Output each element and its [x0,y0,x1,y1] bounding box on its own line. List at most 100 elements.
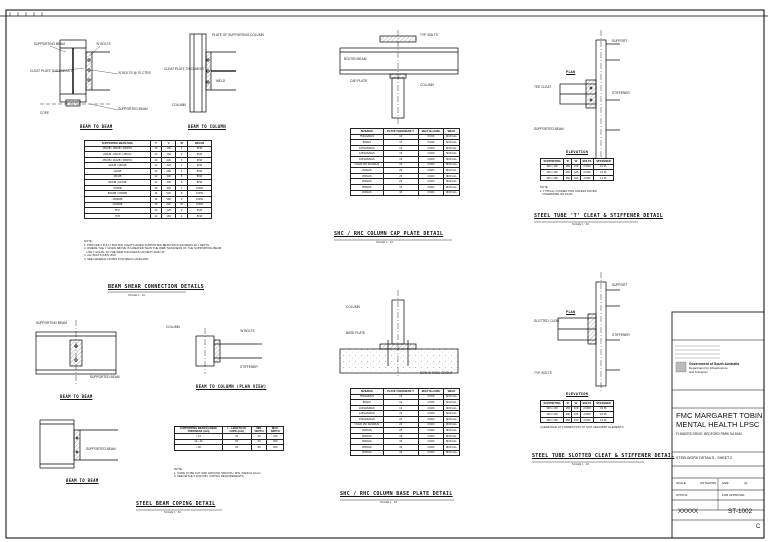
table-cell: 12 [149,212,163,220]
label-plate-column: PLATE OF SUPPORTING COLUMN [212,33,264,37]
table-cell: 150 [571,174,581,182]
label-cleat-plate-2: CLEAT PLATE THICKNESS 't' [164,67,207,71]
table-cell: 50 [221,438,252,446]
table-cell: 150 x 150 [539,416,565,424]
table-cell: 36 [382,449,419,457]
client-department: Department for Infrastructure [689,366,728,370]
table-header-cell: STIFFENER [593,400,614,407]
table-header-cell: PLATE THICKNESS 't' [382,388,419,395]
table-header-cell: BOLTS [579,400,595,407]
coping-table: SUPPORTING BEAM FLANGE THICKNESS (mm)L -… [174,426,284,451]
beam-to-beam-detail [40,39,110,107]
table-cell: 400SHS [350,449,384,457]
table-cell: 2 M20 [579,405,595,413]
label-typ-bolts: TYP. BOLTS [420,33,438,37]
scale-note: SCALE 1 : 10 [380,500,397,504]
table-cell: 150 [266,433,284,440]
table-header-cell: SUPPORTING BEAM FLANGE THICKNESS (mm) [174,426,223,434]
title-elevation-2: ELEVATION [566,392,589,396]
table-header-cell: MAX. DEPTH [266,426,284,434]
scale-note: SCALE 1 : 10 [128,293,145,297]
table-cell: 150 x 150 [539,174,565,182]
label-slotted-cleat: SLOTTED CLEAT [534,319,560,323]
table-cell: 6FW ALL [442,393,461,401]
title-beam-to-column-plan: BEAM TO COLUMN (PLAN VIEW) [196,384,267,389]
scale-note: SCALE 1 : 10 [164,510,181,514]
title-elevation-1: ELEVATION [566,150,589,154]
table-header-cell: L - LENGTH OF COPE (mm) [221,426,252,434]
table-cell: 60 [250,438,268,446]
table-cell: 6FW ALL [442,416,461,423]
label-supported-beam: SUPPORTED BEAM [118,107,148,111]
label-support-2: SUPPORT [612,283,628,287]
table-cell: 32 [382,189,419,197]
title-plan-1: PLAN [566,70,576,74]
table-cell: 60 [221,444,252,451]
cap-plate-detail [339,30,459,124]
table-cell: 12 - 20 [174,438,223,446]
scale-value: AS SHOWN [700,481,717,485]
table-cell: 8FW ALL [442,427,461,434]
table-cell: 10 PL [593,405,614,413]
project-name-1: FMC MARGARET TOBIN [676,411,763,420]
label-stiffener-3: STIFFENER [612,333,630,337]
title-beam-to-beam-3: BEAM TO BEAM [66,478,99,483]
table-cell: 200 [266,438,284,446]
size-value: A1 [744,481,748,485]
table-cell: 12 PL [593,174,614,182]
table-cell: > 20 [174,444,223,451]
beam-to-beam-2-detail [35,320,117,384]
coping-notes: NOTE: 1. COPE TO BE CUT AND GROUND SMOOT… [174,467,262,479]
size-label: SIZE [722,481,729,485]
table-cell: 10 PL [593,411,614,418]
table-cell: 8FW [187,212,212,220]
table-cell: 4 M20 [579,174,595,182]
status-label: STATUS [676,493,688,497]
label-support: SUPPORT [612,39,628,43]
title-beam-to-column: BEAM TO COLUMN [188,124,226,129]
table-header-cell: WELD [442,388,461,395]
table-cell: 6FW ALL [442,399,461,406]
table-cell: 250 [563,174,573,182]
label-column-4: COLUMN [346,305,360,309]
client-department-2: and Transport [689,370,708,374]
table-header-row: SUPPORTING BEAM FLANGE THICKNESS (mm)L -… [174,426,284,434]
title-beam-to-beam-2: BEAM TO BEAM [60,394,93,399]
table-cell: 12 PL [593,416,614,424]
title-plan-2: PLAN [566,310,576,314]
sheet-title: STEELWORK DETAILS - SHEET 2 [676,456,733,460]
title-cap-plate: SHC / RHC COLUMN CAP PLATE DETAIL [334,231,444,237]
beam-to-column-detail [189,33,236,113]
table-cell: 2 M20 [579,411,595,418]
table-cell: 32 [382,443,419,451]
label-cap-plate: CAP PLATE [350,79,368,83]
title-tee-cleat: STEEL TUBE 'T' CLEAT & STIFFENER DETAIL [534,213,664,219]
table-cell: 100 [571,405,581,413]
table-cell: 40 [221,433,252,440]
title-coping: STEEL BEAM COPING DETAIL [136,501,216,507]
table-cell: 250 [266,444,284,451]
label-cleat-plate: CLEAT PLATE THICKNESS 't' [30,69,73,73]
beam-to-column-plan-detail [195,328,262,374]
table-cell: 400SHS [350,189,384,197]
table-cell: 25 [382,427,419,434]
table-cell: 16 [382,410,419,417]
title-beam-shear-connection: BEAM SHEAR CONNECTION DETAILS [108,284,204,290]
label-bolts-2: 'N' BOLTS [240,329,255,333]
title-beam-to-beam: BEAM TO BEAM [80,124,113,129]
